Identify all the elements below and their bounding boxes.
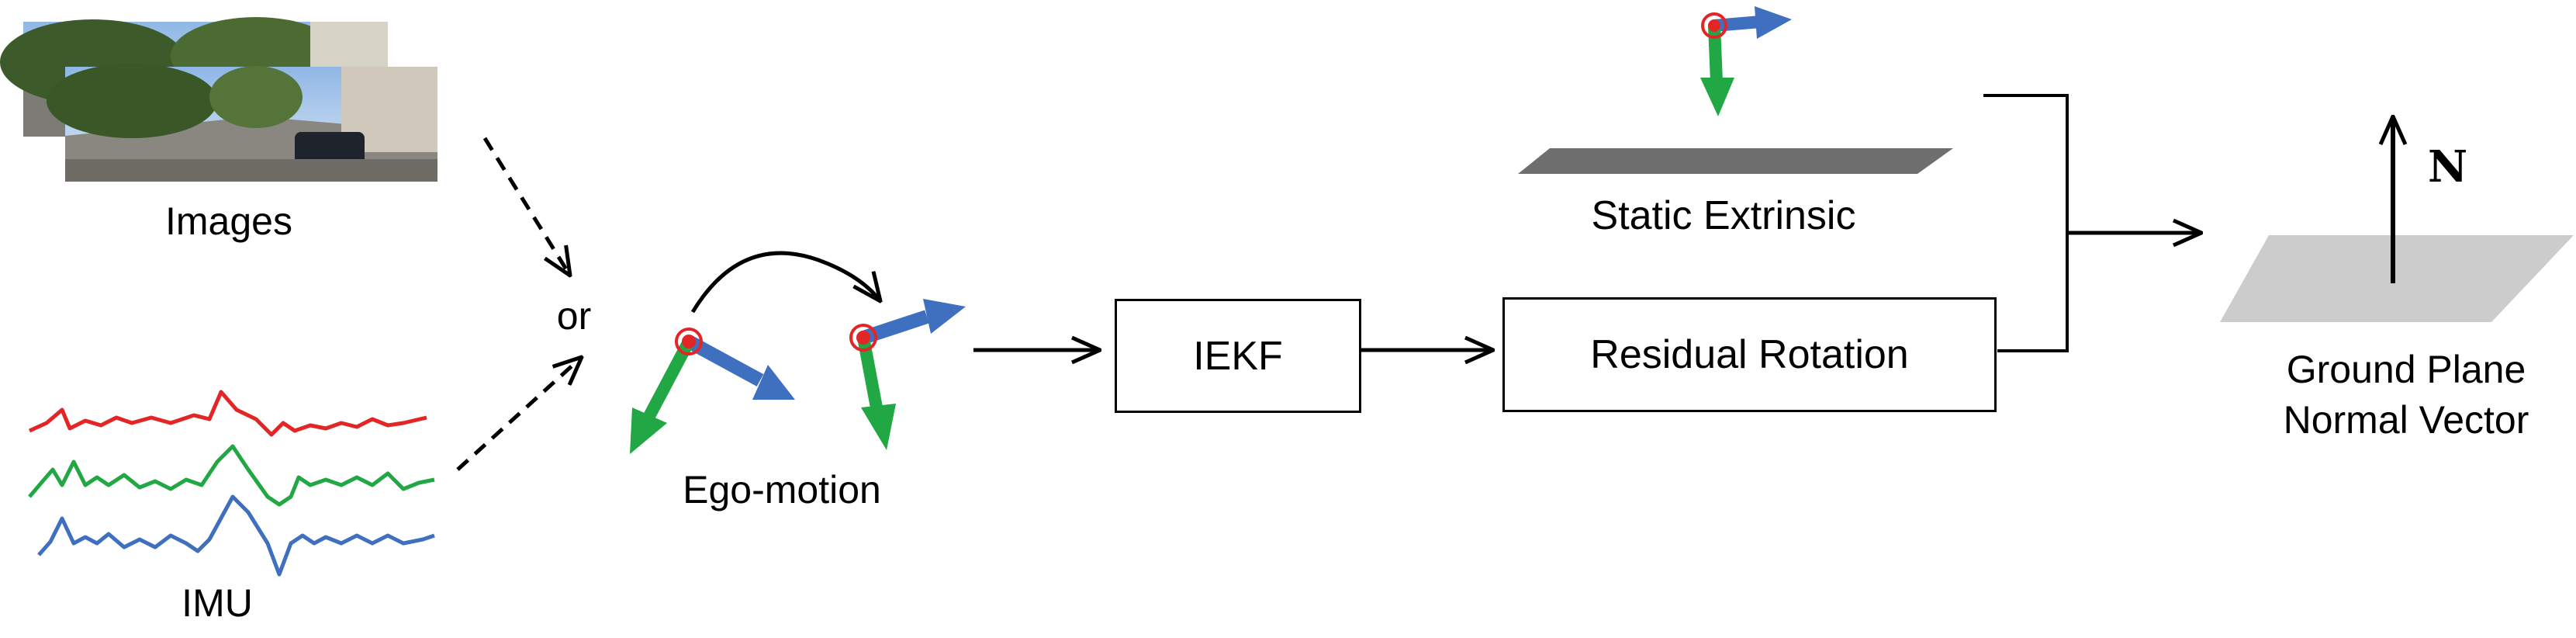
- imu-green-signal: [28, 444, 435, 507]
- imu-label: IMU: [182, 581, 253, 625]
- static-extrinsic-label: Static Extrinsic: [1591, 193, 1856, 238]
- imu-red-signal: [28, 390, 427, 437]
- images-label: Images: [165, 199, 292, 243]
- normal-symbol-label: N: [2428, 141, 2468, 192]
- iekf-box: IEKF: [1115, 299, 1361, 413]
- ego-motion-curve-arrow: [690, 251, 880, 314]
- image-thumbnail-front: [47, 64, 437, 182]
- images-dashed-arrow: [482, 137, 570, 276]
- combine-bracket: [1983, 94, 2069, 352]
- ego-frame-1: [630, 328, 795, 454]
- ground-plane: [2220, 235, 2574, 322]
- ego-motion-label: Ego-motion: [683, 468, 881, 511]
- imu-dashed-arrow: [456, 357, 582, 471]
- residual-rotation-box: Residual Rotation: [1502, 297, 1997, 412]
- ego-frame-2: [849, 299, 966, 450]
- iekf-label: IEKF: [1193, 333, 1283, 379]
- static-extrinsic-frame: [1700, 6, 1792, 116]
- residual-rotation-label: Residual Rotation: [1590, 332, 1909, 377]
- ground-plane-label-line2: Normal Vector: [2283, 398, 2529, 442]
- static-extrinsic-plane: [1518, 148, 1953, 174]
- or-label: or: [556, 294, 592, 338]
- ground-plane-label-line1: Ground Plane: [2286, 348, 2526, 391]
- imu-blue-signal: [37, 494, 435, 577]
